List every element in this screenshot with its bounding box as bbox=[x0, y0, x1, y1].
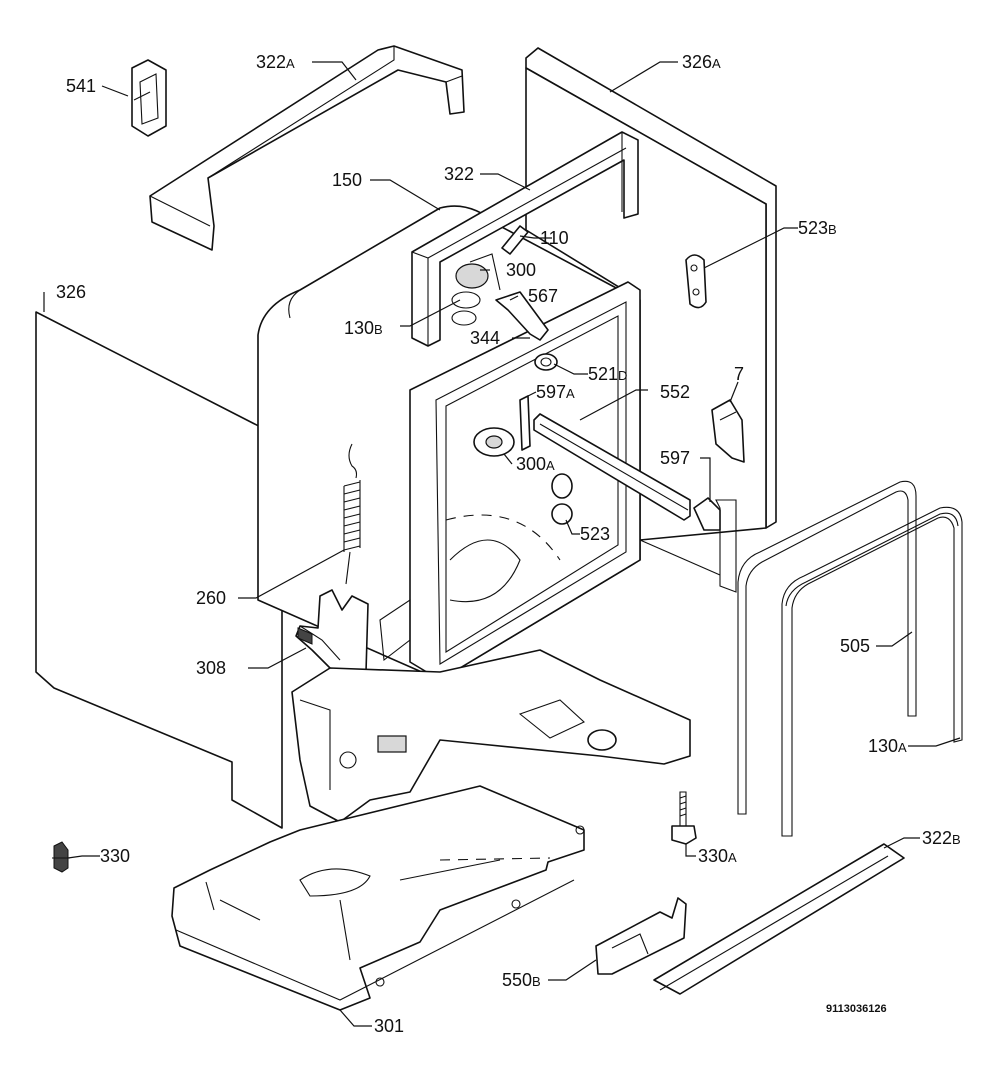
label-322b: 322B bbox=[922, 828, 961, 848]
part-330a-adjustable-foot bbox=[671, 791, 697, 845]
label-505: 505 bbox=[840, 636, 870, 656]
part-322-top-frame bbox=[411, 131, 639, 347]
label-150: 150 bbox=[332, 170, 362, 190]
door-frame bbox=[379, 281, 641, 681]
part-567-bracket bbox=[495, 291, 549, 341]
label-597: 597 bbox=[660, 448, 690, 468]
part-130a-door-seal bbox=[781, 506, 963, 837]
label-597a: 597A bbox=[536, 382, 575, 402]
label-301: 301 bbox=[374, 1016, 404, 1036]
part-521d-grommet bbox=[534, 353, 558, 371]
label-541: 541 bbox=[66, 76, 96, 96]
label-130b: 130B bbox=[344, 318, 383, 338]
label-322: 322 bbox=[444, 164, 474, 184]
label-567: 567 bbox=[528, 286, 558, 306]
part-550b-bracket bbox=[595, 897, 687, 975]
label-550b: 550B bbox=[502, 970, 541, 990]
part-326-side-panel bbox=[35, 311, 283, 829]
label-523: 523 bbox=[580, 524, 610, 544]
label-322a: 322A bbox=[256, 52, 295, 72]
part-110-hose bbox=[501, 225, 529, 255]
part-322b-bottom-strip bbox=[653, 843, 905, 995]
label-521d: 521D bbox=[588, 364, 627, 384]
label-326: 326 bbox=[56, 282, 86, 302]
diagram-code: 9113036126 bbox=[826, 1003, 887, 1015]
part-labels: 541 322A 326A 150 322 110 523B 326 300 5… bbox=[56, 52, 961, 1036]
part-523b-hinge-plate bbox=[685, 254, 707, 309]
part-322a-top-rail bbox=[149, 45, 465, 251]
part-552-rail-strip bbox=[533, 413, 691, 521]
label-344: 344 bbox=[470, 328, 500, 348]
label-110: 110 bbox=[540, 228, 569, 248]
label-7: 7 bbox=[734, 364, 744, 384]
part-301-base-tray bbox=[171, 785, 585, 1011]
label-300a: 300A bbox=[516, 454, 555, 474]
leader-lines bbox=[43, 61, 961, 1027]
part-505-door-seal bbox=[737, 480, 917, 815]
label-308: 308 bbox=[196, 658, 226, 678]
label-552: 552 bbox=[660, 382, 690, 402]
part-330-screw bbox=[52, 841, 70, 873]
label-523b: 523B bbox=[798, 218, 837, 238]
label-260: 260 bbox=[196, 588, 226, 608]
part-300a-spray-hub bbox=[473, 427, 515, 457]
label-330a: 330A bbox=[698, 846, 737, 866]
label-326a: 326A bbox=[682, 52, 721, 72]
label-330: 330 bbox=[100, 846, 130, 866]
part-597a-clip bbox=[519, 395, 531, 451]
label-130a: 130A bbox=[868, 736, 907, 756]
part-597-clip bbox=[693, 497, 721, 531]
part-326a-back-panel bbox=[525, 47, 777, 593]
label-300: 300 bbox=[506, 260, 536, 280]
base-frame bbox=[291, 649, 691, 823]
part-260-spring bbox=[343, 443, 361, 585]
part-7-latch bbox=[711, 399, 745, 463]
part-541-clip bbox=[131, 59, 167, 137]
part-523-bushings bbox=[551, 473, 573, 525]
